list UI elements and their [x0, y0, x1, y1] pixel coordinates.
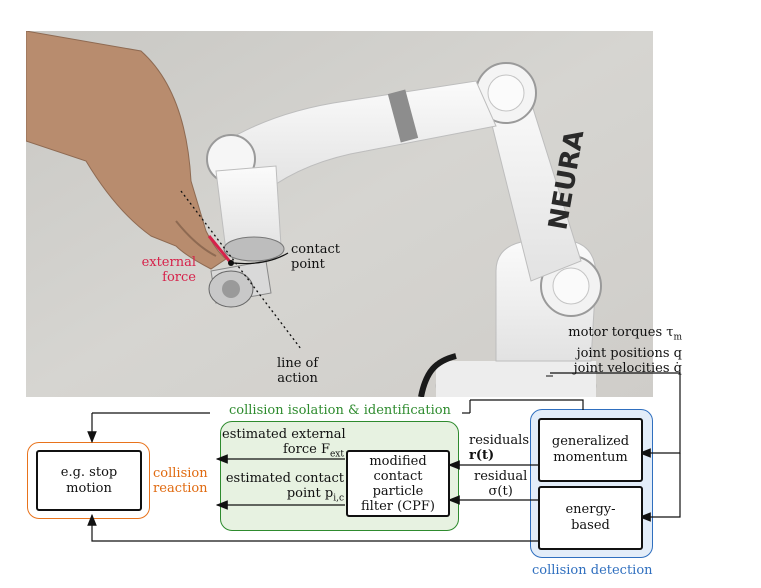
joint-positions-text: joint positions q — [576, 345, 682, 361]
contact-point-label: contact point — [291, 242, 340, 272]
energy-based-box: energy-based — [538, 486, 643, 550]
collision-reaction-label: collision reaction — [153, 466, 208, 496]
collision-isolation-label: collision isolation & identification — [226, 403, 454, 418]
robot-photo: NEURA — [26, 31, 653, 397]
joint-velocities-text: joint velocities q̇ — [573, 360, 682, 376]
estimated-force-label: estimated external force Fext — [222, 427, 346, 460]
contact-point-marker — [228, 260, 234, 266]
cpf-box: modified contact particle filter (CPF) — [346, 450, 450, 517]
line-of-action — [180, 190, 302, 350]
collision-detection-label: collision detection — [532, 563, 653, 578]
external-force-arrow — [207, 235, 233, 264]
line-of-action-label: line of action — [277, 356, 319, 386]
estimated-contact-point-label: estimated contact point pi,c — [225, 471, 344, 504]
robot-signals-label: motor torques τm joint positions q joint… — [560, 325, 682, 376]
residual-label: residual σ(t) — [474, 469, 528, 499]
external-force-label: external force — [141, 255, 196, 285]
residuals-label: residuals r(t) — [469, 433, 530, 463]
motor-torques-subscript: m — [673, 332, 682, 343]
motor-torques-text: motor torques τ — [568, 325, 674, 340]
